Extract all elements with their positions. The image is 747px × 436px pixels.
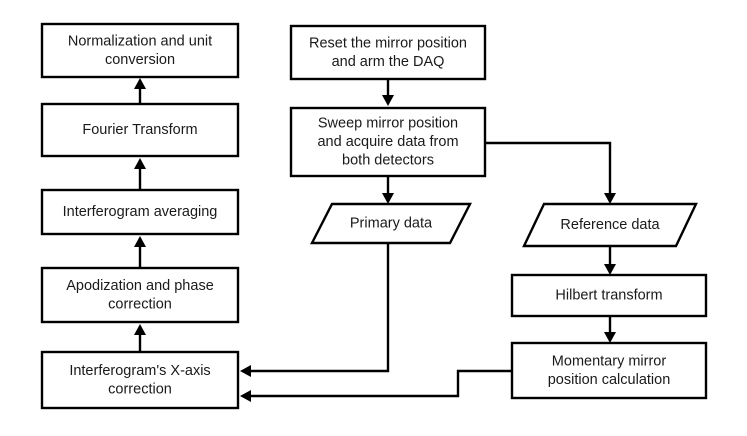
edge-reference-to-hilbert-arrowhead [604,264,616,275]
label-line: Normalization and unit [68,33,212,49]
label-line: correction [108,381,172,397]
rect-xaxis-correction [40,350,240,410]
label-line: conversion [105,52,175,68]
label-line: Interferogram averaging [63,204,218,220]
label-line: Interferogram's X-axis [69,363,210,379]
node-normalization[interactable]: Normalization and unit conversion [40,22,240,79]
edge-sweep-to-reference-arrowhead [604,193,616,204]
parallelogram-reference-data [522,202,698,248]
label-line: correction [108,296,172,312]
rect-sweep-mirror [289,106,487,178]
label-line: Momentary mirror [552,353,667,369]
edge-averaging-to-fourier [134,158,146,190]
label-line: both detectors [342,152,434,168]
node-fourier[interactable]: Fourier Transform [40,102,240,158]
edge-primary-to-xaxis-arrowhead [240,365,251,377]
label-fourier: Fourier Transform [82,122,197,138]
edge-momentary-to-xaxis-line [248,369,512,398]
node-sweep-mirror[interactable]: Sweep mirror position and acquire data fr… [289,106,487,178]
label-line: position calculation [548,372,671,388]
rect-fourier [40,102,240,158]
node-hilbert-transform[interactable]: Hilbert transform [510,273,708,318]
label-line: Fourier Transform [82,122,197,138]
rect-reset-mirror [289,24,487,81]
edge-primary-to-xaxis [240,243,390,377]
label-reference-data: Reference data [560,217,660,233]
rect-averaging [40,188,240,236]
edge-momentary-to-xaxis-arrowhead [240,390,251,402]
rect-normalization [40,22,240,79]
edge-fourier-to-normalization-arrowhead [134,78,146,89]
edge-hilbert-to-momentary-arrowhead [604,332,616,343]
edge-hilbert-to-momentary [604,316,616,343]
node-averaging[interactable]: Interferogram averaging [40,188,240,236]
edge-sweep-to-primary [382,176,394,204]
label-reset-mirror: Reset the mirror position and arm the DAQ [309,35,467,70]
label-xaxis-correction: Interferogram's X-axis correction [69,363,210,398]
node-momentary-mirror[interactable]: Momentary mirror position calculation [510,341,708,400]
edge-reference-to-hilbert [604,246,616,275]
label-hilbert-transform: Hilbert transform [555,287,662,303]
parallelogram-primary-data [310,202,472,245]
label-line: Apodization and phase [66,278,214,294]
label-momentary-mirror: Momentary mirror position calculation [548,353,671,388]
label-line: Hilbert transform [555,287,662,303]
label-averaging: Interferogram averaging [63,204,218,220]
label-sweep-mirror: Sweep mirror position and acquire data fr… [317,115,458,168]
edge-apodization-to-averaging [134,236,146,268]
nodes-layer: Normalization and unit conversionFourier … [40,22,708,410]
rect-apodization [40,266,240,324]
label-primary-data: Primary data [350,215,433,231]
edges-layer [134,78,616,402]
rect-momentary-mirror [510,341,708,400]
label-line: and acquire data from [317,134,458,150]
label-line: Reference data [560,217,660,233]
edge-xaxis-to-apodization-arrowhead [134,324,146,335]
label-line: and arm the DAQ [332,54,445,70]
node-reset-mirror[interactable]: Reset the mirror position and arm the DAQ [289,24,487,81]
label-normalization: Normalization and unit conversion [68,33,212,68]
edge-primary-to-xaxis-line [248,243,390,373]
label-apodization: Apodization and phase correction [66,278,214,313]
edge-reset-to-sweep-arrowhead [382,95,394,106]
node-primary-data[interactable]: Primary data [310,202,472,245]
edge-sweep-to-reference-line [485,141,612,198]
node-reference-data[interactable]: Reference data [522,202,698,248]
label-line: Sweep mirror position [318,115,458,131]
label-line: Primary data [350,215,433,231]
rect-hilbert-transform [510,273,708,318]
node-apodization[interactable]: Apodization and phase correction [40,266,240,324]
edge-momentary-to-xaxis [240,369,512,402]
edge-averaging-to-fourier-arrowhead [134,158,146,169]
edge-sweep-to-reference [485,141,616,204]
edge-reset-to-sweep [382,79,394,106]
label-line: Reset the mirror position [309,35,467,51]
edge-sweep-to-primary-arrowhead [382,193,394,204]
edge-xaxis-to-apodization [134,324,146,352]
edge-apodization-to-averaging-arrowhead [134,236,146,247]
node-xaxis-correction[interactable]: Interferogram's X-axis correction [40,350,240,410]
edge-fourier-to-normalization [134,78,146,104]
